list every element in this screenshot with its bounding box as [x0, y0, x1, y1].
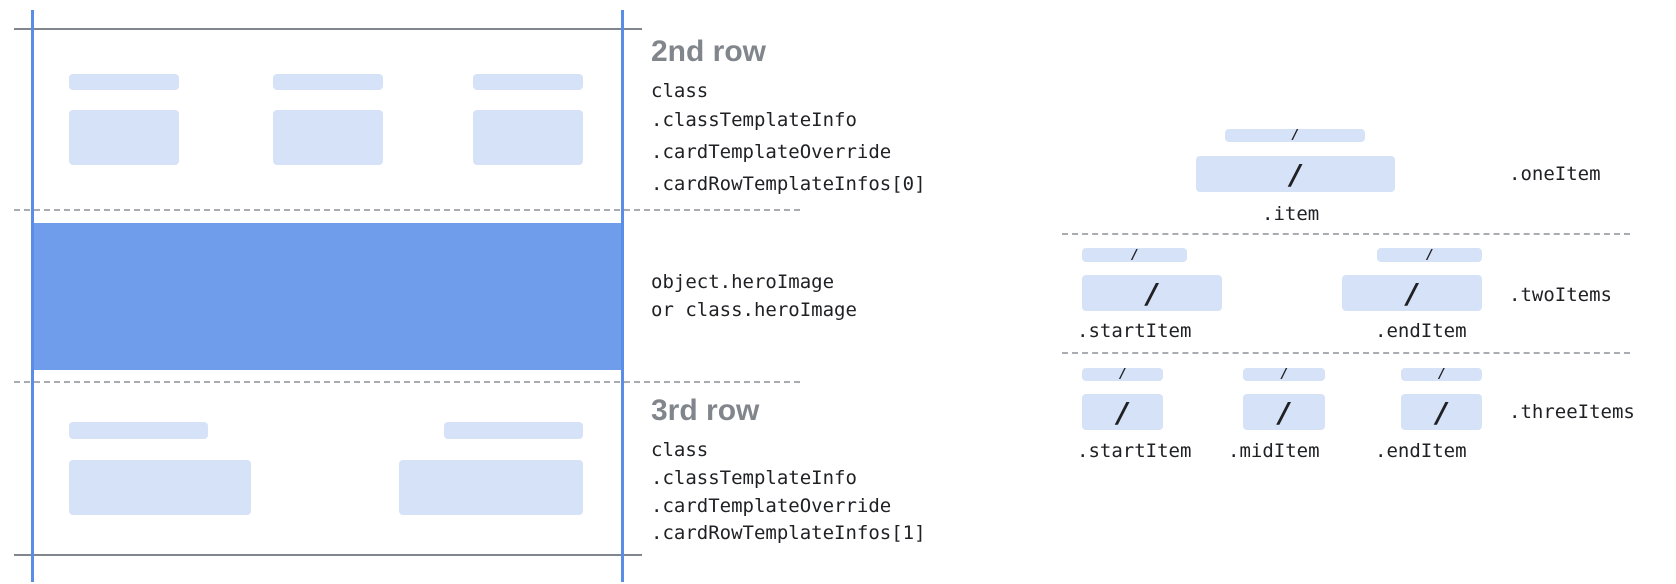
- card-bottom-border: [14, 554, 642, 556]
- row2-item3-title: [473, 74, 583, 90]
- card-right-edge: [621, 10, 624, 582]
- third-row-path-0: class: [651, 439, 709, 461]
- row2-item3-body: [473, 110, 583, 165]
- hero-path-0: object.heroImage: [651, 271, 835, 293]
- three-items-end-title-slot: /: [1401, 367, 1482, 382]
- second-row-path-1: .classTemplateInfo: [651, 109, 857, 131]
- second-row-heading: 2nd row: [651, 35, 767, 68]
- three-items-mid-label: .midItem: [1228, 440, 1320, 462]
- row3-item2-body: [399, 460, 583, 515]
- two-items-start-body-slot: /: [1082, 275, 1222, 311]
- row2-item2-title: [273, 74, 383, 90]
- three-items-mid-title-slot: /: [1243, 367, 1325, 382]
- two-items-end-body-slot: /: [1342, 275, 1482, 311]
- row2-item1-body: [69, 110, 179, 165]
- layout-divider: [1062, 233, 1630, 235]
- three-items-mid-body-slot: /: [1243, 394, 1325, 430]
- three-items-start-label: .startItem: [1077, 440, 1192, 462]
- one-item-body-slot: /: [1196, 156, 1395, 192]
- second-row-path-3: .cardRowTemplateInfos[0]: [651, 173, 926, 195]
- third-row-heading: 3rd row: [651, 394, 760, 427]
- three-items-end-body-slot: /: [1401, 394, 1482, 430]
- two-items-name: .twoItems: [1509, 284, 1612, 306]
- card-top-border: [14, 28, 642, 30]
- row3-item1-title: [69, 422, 208, 439]
- two-items-start-label: .startItem: [1077, 320, 1192, 342]
- row3-item1-body: [69, 460, 251, 515]
- row3-item2-title: [444, 422, 583, 439]
- one-item-name: .oneItem: [1509, 163, 1601, 185]
- row-divider: [14, 381, 800, 383]
- second-row-path-0: class: [651, 80, 709, 102]
- layout-divider: [1062, 352, 1630, 354]
- row2-item2-body: [273, 110, 383, 165]
- three-items-name: .threeItems: [1509, 401, 1635, 423]
- hero-image-area: [32, 223, 622, 370]
- hero-path-1: or class.heroImage: [651, 299, 857, 321]
- second-row-path-2: .cardTemplateOverride: [651, 141, 892, 163]
- one-item-title-slot: /: [1225, 128, 1365, 143]
- third-row-path-1: .classTemplateInfo: [651, 467, 857, 489]
- three-items-start-body-slot: /: [1082, 394, 1163, 430]
- card-left-edge: [31, 10, 34, 582]
- one-item-item-label: .item: [1262, 203, 1320, 225]
- row-divider: [14, 209, 800, 211]
- two-items-end-title-slot: /: [1377, 248, 1482, 263]
- two-items-start-title-slot: /: [1082, 248, 1187, 263]
- three-items-end-label: .endItem: [1375, 440, 1467, 462]
- third-row-path-3: .cardRowTemplateInfos[1]: [651, 522, 926, 544]
- three-items-start-title-slot: /: [1082, 367, 1163, 382]
- row2-item1-title: [69, 74, 179, 90]
- third-row-path-2: .cardTemplateOverride: [651, 495, 892, 517]
- two-items-end-label: .endItem: [1375, 320, 1467, 342]
